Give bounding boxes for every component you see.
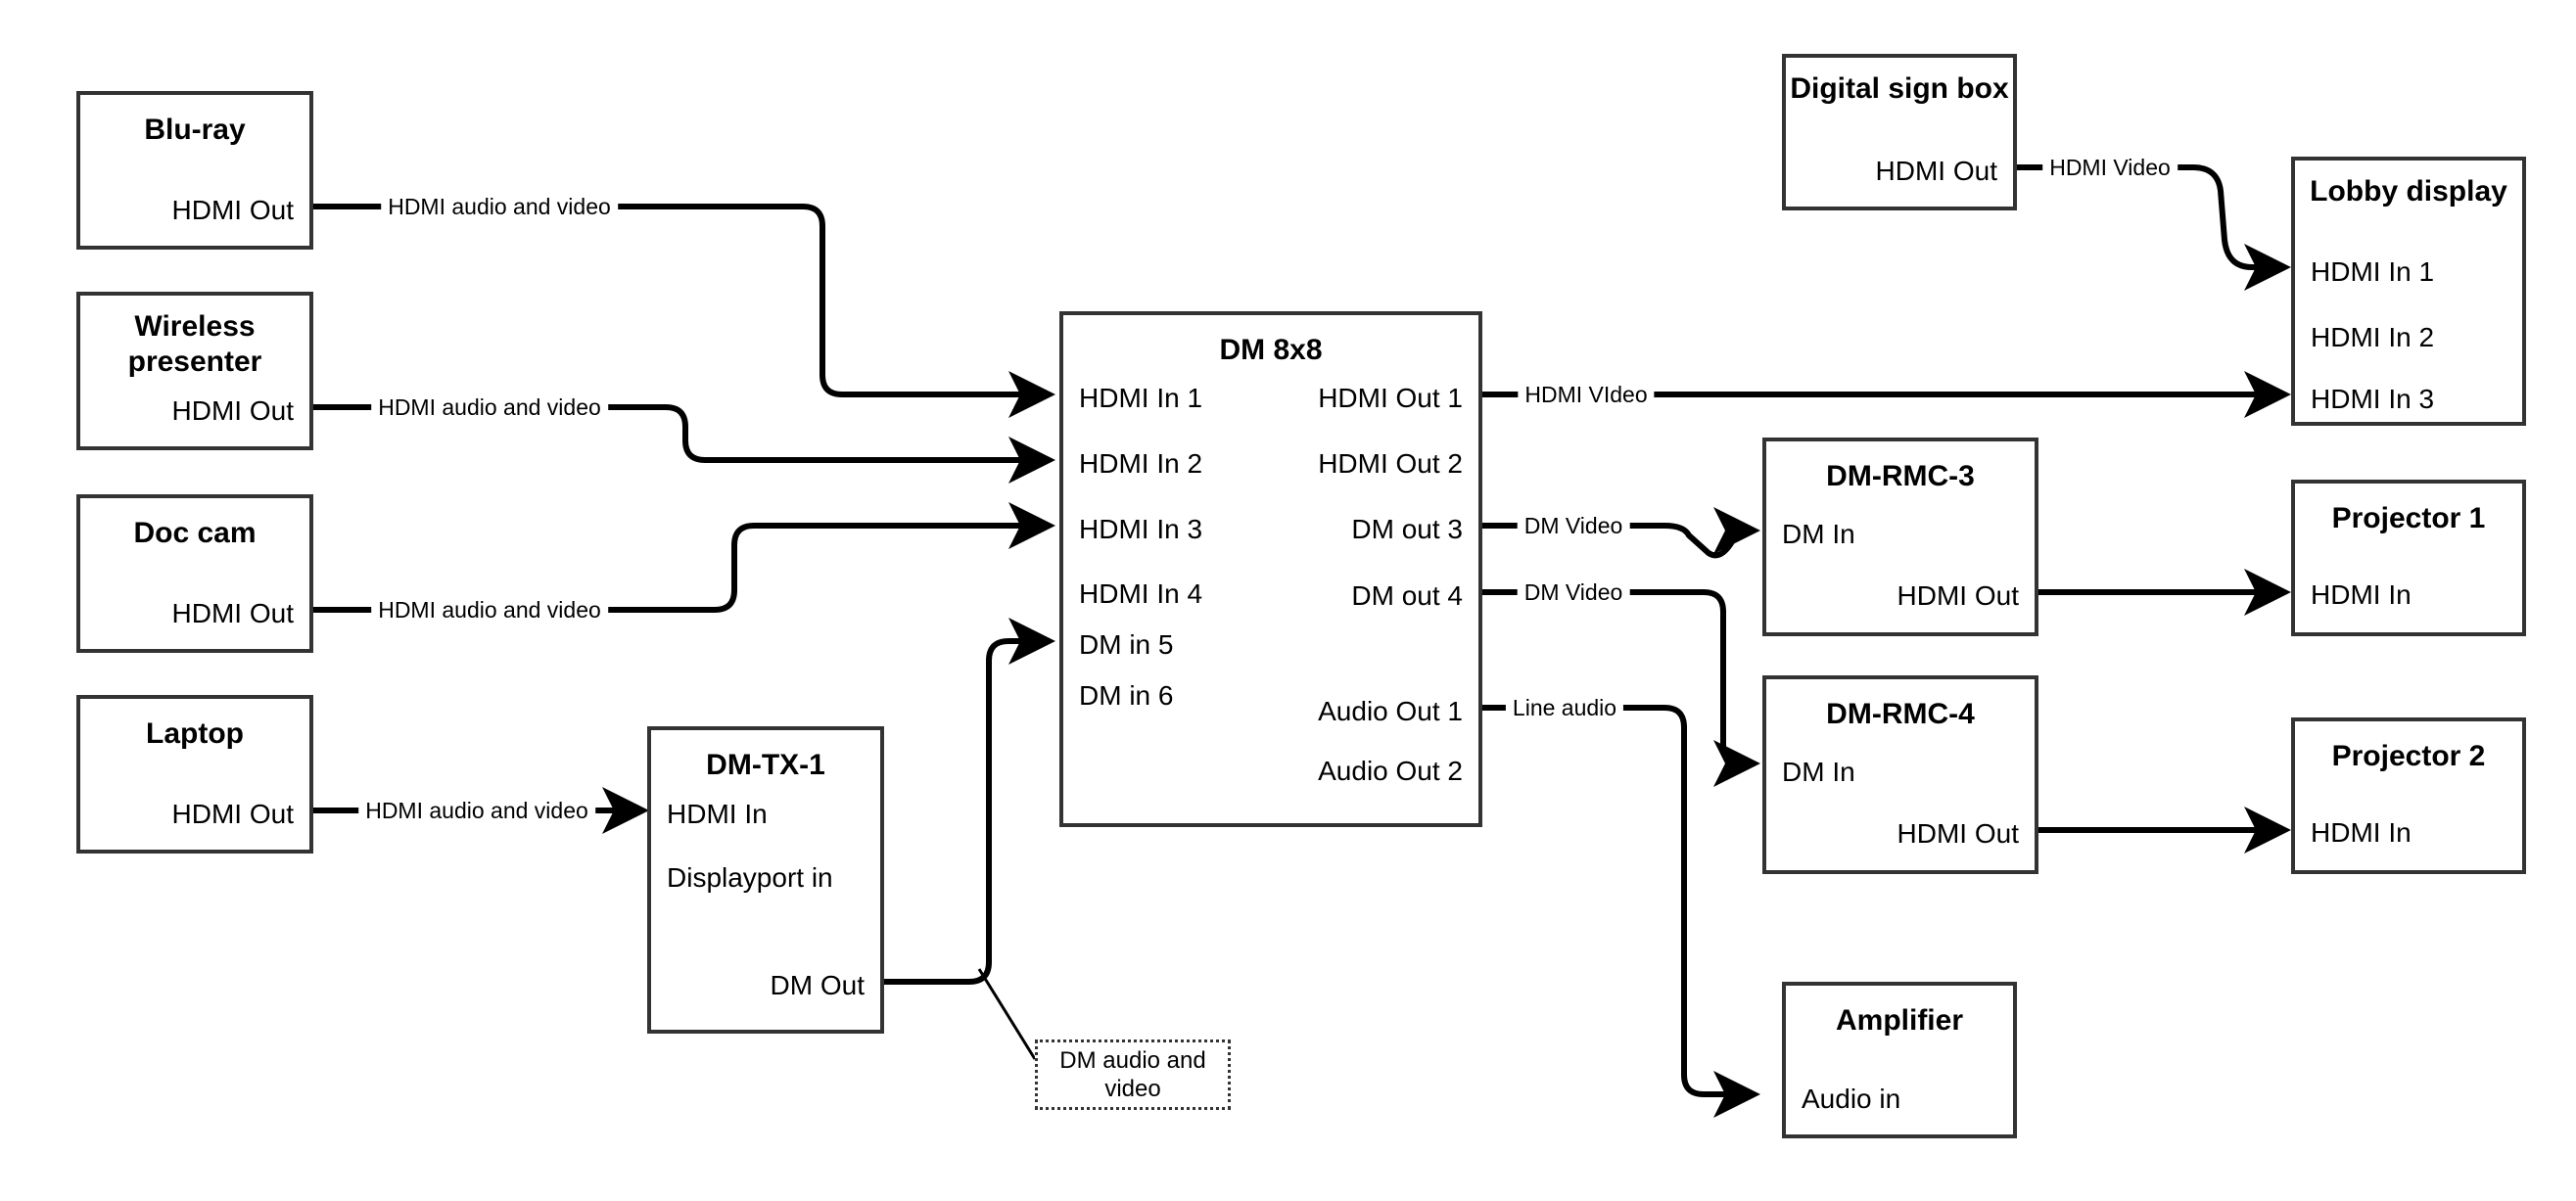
node-projector-1[interactable]: Projector 1 HDMI In (2291, 480, 2526, 636)
port-dm8x8-hdmi-in-2[interactable]: HDMI In 2 (1079, 448, 1203, 479)
node-projector-1-title: Projector 1 (2331, 502, 2486, 534)
port-dmtx1-hdmi-in[interactable]: HDMI In (667, 799, 768, 829)
node-digital-sign-box-title: Digital sign box (1790, 72, 2009, 105)
port-laptop-hdmi-out[interactable]: HDMI Out (171, 799, 294, 829)
edge-label-sign-to-lobby: HDMI Video (2042, 155, 2178, 180)
port-dm8x8-hdmi-in-4[interactable]: HDMI In 4 (1079, 578, 1203, 609)
port-dm8x8-dm-out-3[interactable]: DM out 3 (1351, 514, 1463, 544)
port-dm8x8-dm-in-5[interactable]: DM in 5 (1079, 629, 1174, 660)
wire-doccam-to-dm8x8 (313, 502, 1055, 613)
wire-sign-to-lobby (2017, 164, 2291, 291)
edge-label-bluray-to-dm8x8: HDMI audio and video (381, 194, 618, 219)
edge-label-dm8x8-out3-to-rmc3: DM Video (1517, 513, 1630, 538)
port-dm8x8-audio-out-2[interactable]: Audio Out 2 (1318, 756, 1463, 786)
node-dm-rmc-4-title: DM-RMC-4 (1826, 698, 1975, 730)
node-bluray-title: Blu-ray (144, 114, 246, 146)
annotation-note-dm-audio-video: DM audio and video (1035, 1039, 1231, 1110)
port-dmtx1-dm-out[interactable]: DM Out (770, 970, 865, 1000)
node-wireless-presenter-title: Wireless presenter (127, 310, 262, 378)
node-wireless-presenter[interactable]: Wireless presenter HDMI Out (76, 292, 313, 450)
port-proj1-hdmi-in[interactable]: HDMI In (2311, 579, 2412, 610)
wire-bluray-to-dm8x8 (313, 204, 1055, 418)
node-dm-rmc-4[interactable]: DM-RMC-4 DM In HDMI Out (1762, 675, 2038, 874)
node-doc-cam[interactable]: Doc cam HDMI Out (76, 494, 313, 653)
port-rmc3-dm-in[interactable]: DM In (1782, 519, 1855, 549)
node-dm-rmc-3[interactable]: DM-RMC-3 DM In HDMI Out (1762, 438, 2038, 636)
port-dm8x8-hdmi-in-3[interactable]: HDMI In 3 (1079, 514, 1203, 544)
node-digital-sign-box[interactable]: Digital sign box HDMI Out (1782, 54, 2017, 210)
edge-label-doccam-to-dm8x8: HDMI audio and video (371, 597, 608, 623)
annotation-note-text: DM audio and video (1059, 1047, 1206, 1102)
wire-dmtx1-to-dm8x8 (884, 618, 1055, 985)
port-dm8x8-audio-out-1[interactable]: Audio Out 1 (1318, 696, 1463, 726)
wire-dm8x8-out4-to-rmc4 (1482, 589, 1760, 787)
node-laptop-title: Laptop (146, 717, 244, 750)
port-doccam-hdmi-out[interactable]: HDMI Out (171, 598, 294, 628)
note-leader-line (977, 968, 1037, 1060)
node-dm-tx-1-title: DM-TX-1 (706, 749, 825, 781)
port-dm8x8-dm-in-6[interactable]: DM in 6 (1079, 680, 1174, 711)
port-rmc4-dm-in[interactable]: DM In (1782, 757, 1855, 787)
port-bluray-hdmi-out[interactable]: HDMI Out (171, 195, 294, 225)
node-dm-8x8-title: DM 8x8 (1219, 334, 1323, 366)
edge-label-dm8x8-out4-to-rmc4: DM Video (1517, 579, 1630, 605)
port-rmc3-hdmi-out[interactable]: HDMI Out (1897, 580, 2019, 611)
port-rmc4-hdmi-out[interactable]: HDMI Out (1897, 818, 2019, 849)
wire-dm8x8-out3-to-rmc3 (1482, 507, 1760, 559)
port-lobby-hdmi-in-3[interactable]: HDMI In 3 (2311, 384, 2435, 414)
node-amplifier-title: Amplifier (1835, 1004, 1964, 1037)
node-projector-2-title: Projector 2 (2331, 740, 2486, 772)
node-lobby-display[interactable]: Lobby display HDMI In 1 HDMI In 2 HDMI I… (2291, 157, 2526, 426)
node-doc-cam-title: Doc cam (133, 517, 257, 549)
port-dm8x8-dm-out-4[interactable]: DM out 4 (1351, 580, 1463, 611)
node-laptop[interactable]: Laptop HDMI Out (76, 695, 313, 854)
node-dm-tx-1[interactable]: DM-TX-1 HDMI In Displayport in DM Out (647, 726, 884, 1034)
wire-dm8x8-audioout1-to-amp (1482, 705, 1760, 1118)
port-wireless-hdmi-out[interactable]: HDMI Out (171, 395, 294, 426)
edge-label-dm8x8-out1-to-lobby: HDMI VIdeo (1518, 382, 1655, 407)
node-bluray[interactable]: Blu-ray HDMI Out (76, 91, 313, 250)
port-dm8x8-hdmi-out-1[interactable]: HDMI Out 1 (1318, 383, 1463, 413)
port-dmtx1-displayport-in[interactable]: Displayport in (667, 862, 833, 893)
wire-wireless-to-dm8x8 (313, 404, 1055, 484)
node-lobby-display-title: Lobby display (2310, 175, 2507, 208)
port-dm8x8-hdmi-in-1[interactable]: HDMI In 1 (1079, 383, 1203, 413)
port-sign-hdmi-out[interactable]: HDMI Out (1875, 156, 1997, 186)
edge-label-wireless-to-dm8x8: HDMI audio and video (371, 394, 608, 420)
port-proj2-hdmi-in[interactable]: HDMI In (2311, 817, 2412, 848)
port-lobby-hdmi-in-1[interactable]: HDMI In 1 (2311, 256, 2435, 287)
edge-label-audioout1-to-amp: Line audio (1505, 695, 1624, 720)
node-amplifier[interactable]: Amplifier Audio in (1782, 982, 2017, 1138)
node-dm-rmc-3-title: DM-RMC-3 (1826, 460, 1975, 492)
port-lobby-hdmi-in-2[interactable]: HDMI In 2 (2311, 322, 2435, 352)
port-amp-audio-in[interactable]: Audio in (1802, 1084, 1901, 1114)
node-dm-8x8[interactable]: DM 8x8 HDMI In 1 HDMI In 2 HDMI In 3 HDM… (1059, 311, 1482, 827)
port-dm8x8-hdmi-out-2[interactable]: HDMI Out 2 (1318, 448, 1463, 479)
node-projector-2[interactable]: Projector 2 HDMI In (2291, 717, 2526, 874)
edge-label-laptop-to-dmtx1: HDMI audio and video (358, 798, 595, 823)
